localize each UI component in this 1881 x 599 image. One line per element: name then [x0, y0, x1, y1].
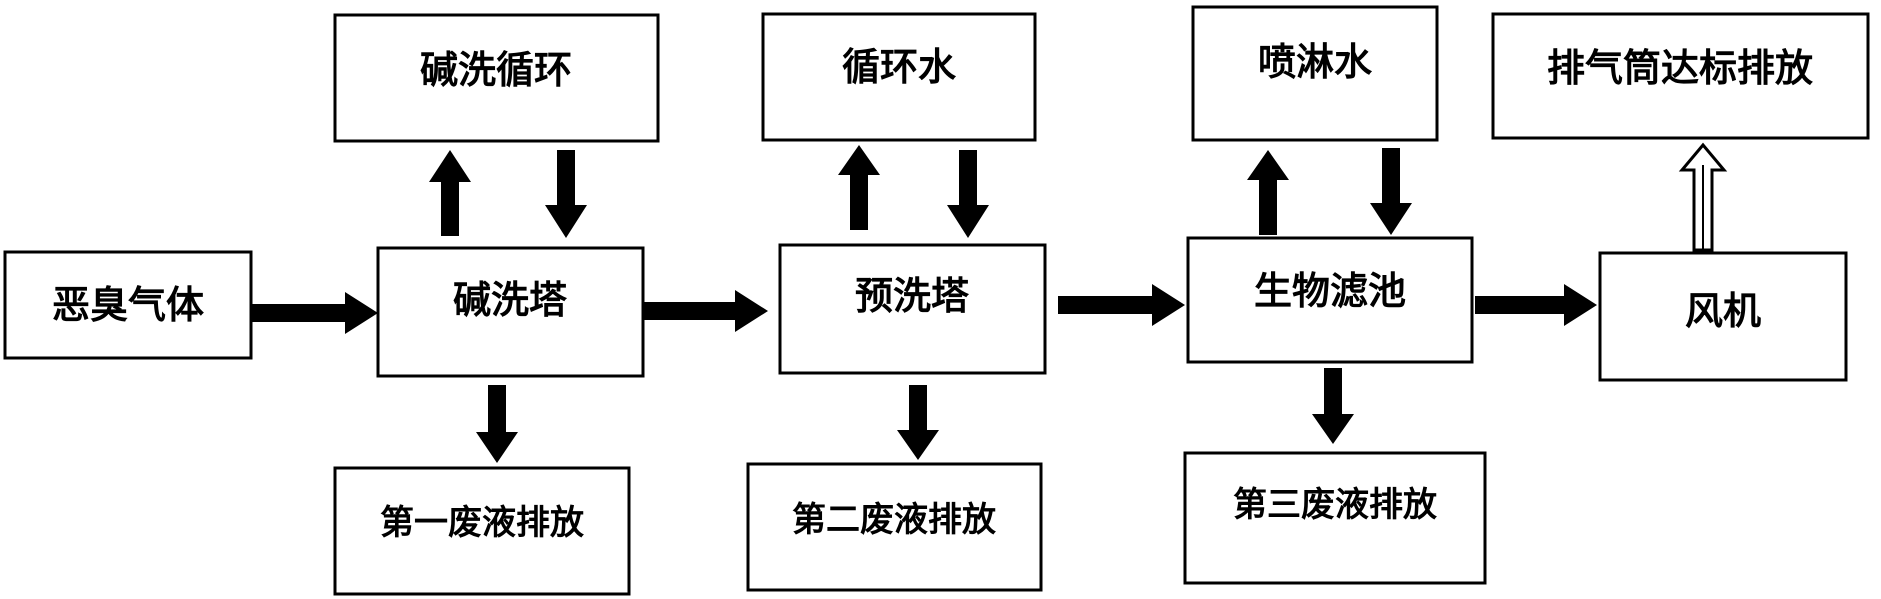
node-second-waste-label: 第二废液排放 [792, 500, 996, 540]
node-alkali-cycle-label: 碱洗循环 [420, 48, 572, 92]
node-biofilter: 生物滤池 [1186, 236, 1474, 364]
node-circulating-water-label: 循环水 [842, 45, 957, 89]
arrow-spray-water-to-biofilter [1370, 148, 1412, 235]
node-biofilter-label: 生物滤池 [1254, 269, 1406, 313]
node-spray-water: 喷淋水 [1191, 5, 1439, 142]
arrow-biofilter-to-fan [1475, 284, 1597, 326]
arrow-alkali-to-prewash [643, 290, 768, 332]
node-prewash-tower: 预洗塔 [778, 243, 1047, 375]
node-fan-label: 风机 [1685, 289, 1761, 333]
arrow-biofilter-to-third-waste [1312, 368, 1354, 444]
node-first-waste-label: 第一废液排放 [380, 503, 584, 543]
arrow-cycle-to-alkali-tower [545, 150, 587, 238]
arrow-gas-to-alkali-tower [251, 292, 378, 334]
node-second-waste: 第二废液排放 [746, 462, 1043, 592]
arrow-prewash-to-biofilter [1058, 284, 1185, 326]
arrow-biofilter-to-spray-water [1247, 150, 1289, 235]
node-prewash-tower-label: 预洗塔 [855, 274, 970, 318]
arrow-alkali-tower-to-cycle [429, 150, 471, 236]
node-circulating-water: 循环水 [761, 12, 1037, 142]
node-stack-discharge: 排气筒达标排放 [1491, 12, 1870, 140]
node-first-waste: 第一废液排放 [333, 466, 631, 596]
arrow-alkali-tower-to-first-waste [476, 385, 518, 463]
node-alkali-tower: 碱洗塔 [376, 246, 645, 378]
node-malodorous-gas: 恶臭气体 [3, 250, 253, 360]
node-third-waste-label: 第三废液排放 [1233, 485, 1437, 525]
node-alkali-cycle: 碱洗循环 [333, 13, 660, 143]
arrow-prewash-to-second-waste [897, 385, 939, 460]
arrow-circulating-water-to-prewash [947, 150, 989, 238]
node-spray-water-label: 喷淋水 [1258, 40, 1373, 84]
node-stack-discharge-label: 排气筒达标排放 [1547, 46, 1813, 90]
node-third-waste: 第三废液排放 [1183, 451, 1487, 585]
node-malodorous-gas-label: 恶臭气体 [52, 283, 204, 327]
node-alkali-tower-label: 碱洗塔 [453, 278, 568, 322]
node-fan: 风机 [1598, 251, 1848, 382]
arrow-prewash-to-circulating-water [838, 145, 880, 230]
